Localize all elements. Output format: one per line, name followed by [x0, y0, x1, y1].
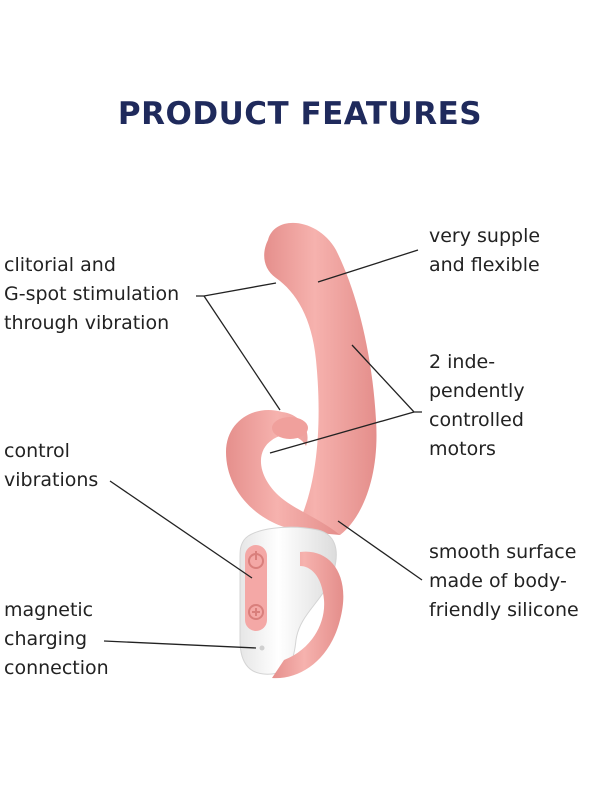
curl-arm [226, 409, 340, 535]
feature-label-stimulation: clitorial and G-spot stimulation through… [4, 254, 180, 334]
feature-label-magnetic: magnetic charging connection [4, 599, 109, 679]
curl-tip [272, 417, 308, 439]
leader-motors-2 [269, 411, 415, 454]
leader-lines [103, 249, 423, 649]
feature-label-smooth: smooth surface made of body- friendly si… [429, 541, 579, 621]
feature-label-control: control vibrations [4, 440, 99, 491]
shaft-arm [264, 222, 377, 535]
handle-loop [272, 551, 344, 679]
feature-label-supple: very supple and flexible [429, 225, 541, 276]
leader-stimulation [196, 282, 277, 297]
leader-control [109, 480, 253, 579]
charging-port [259, 645, 265, 651]
leader-supple [317, 249, 419, 283]
leader-stimulation-2 [203, 295, 281, 411]
leader-magnetic [103, 640, 257, 649]
feature-label-motors: 2 inde- pendently controlled motors [429, 351, 525, 460]
page-title: PRODUCT FEATURES [117, 96, 483, 132]
plus-icon[interactable] [248, 604, 264, 620]
leader-smooth [337, 520, 423, 581]
